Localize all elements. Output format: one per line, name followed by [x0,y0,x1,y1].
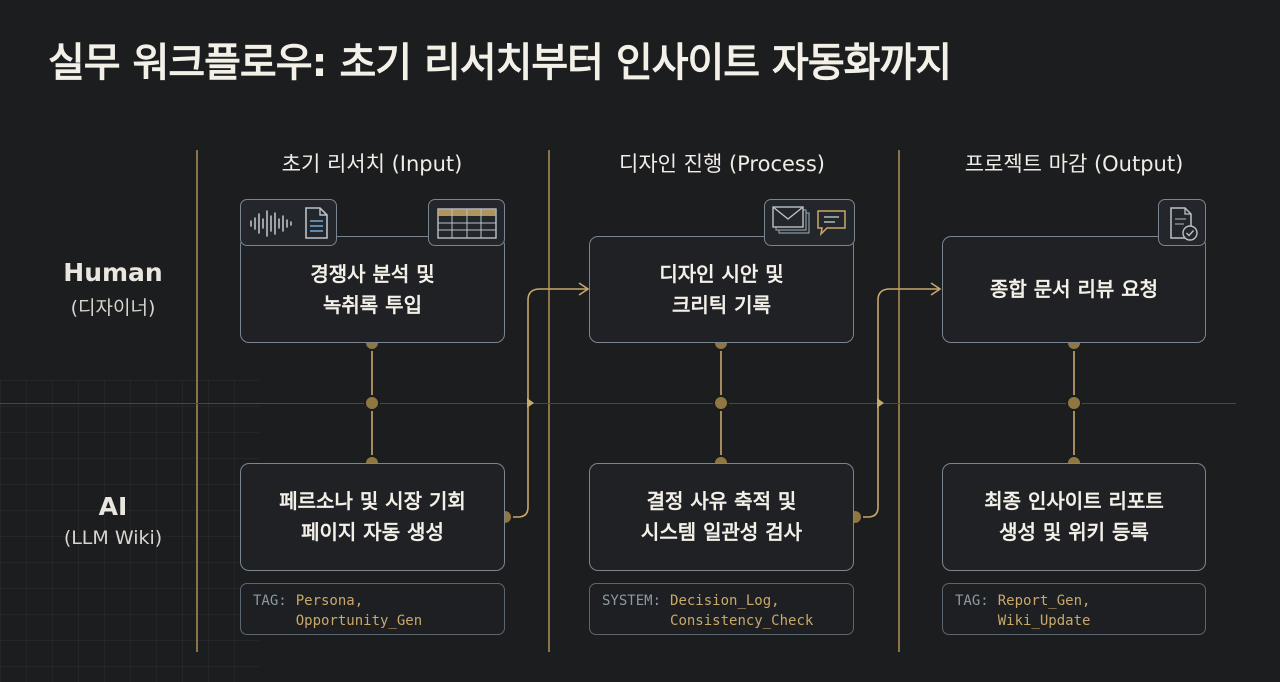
node-dot [713,395,729,411]
connector-process-to-output [855,288,939,518]
column-divider [548,150,550,652]
human-box-output: 종합 문서 리뷰 요청 [942,236,1206,343]
row-label-main: AI [98,492,128,521]
row-label-sub: (디자이너) [70,297,156,319]
row-label-sub: (LLM Wiki) [63,527,163,549]
arrowhead-process [578,282,590,296]
column-header-input: 초기 리서치 (Input) [281,152,463,176]
lane-crossing-marker [877,398,884,408]
tag-box-input: TAG: Persona, Opportunity_Gen [240,583,505,635]
page-title: 실무 워크플로우: 초기 리서치부터 인사이트 자동화까지 [48,40,952,86]
column-divider [196,150,198,652]
ai-box-output: 최종 인사이트 리포트 생성 및 위키 등록 [942,463,1206,571]
mail-stack-icon [772,206,810,234]
node-dot [1066,395,1082,411]
icon-chip-document-check [1158,199,1206,246]
audio-waveform-icon [250,210,292,237]
column-header-output: 프로젝트 마감 (Output) [964,152,1184,176]
column-divider [898,150,900,652]
box-text: 디자인 시안 및 크리틱 기록 [659,261,784,317]
tag-value: Persona, Opportunity_Gen [295,593,423,629]
row-label-main: Human [63,258,163,287]
arrowhead-output [930,282,942,296]
tag-key: TAG: [955,593,989,609]
human-box-process: 디자인 시안 및 크리틱 기록 [589,236,854,343]
tag-box-process: SYSTEM: Decision_Log, Consistency_Check [589,583,854,635]
tag-value: Decision_Log, Consistency_Check [670,593,814,629]
row-label-ai: AI (LLM Wiki) [20,492,206,549]
grid-background [0,380,260,682]
box-text: 최종 인사이트 리포트 생성 및 위키 등록 [984,489,1164,544]
chat-bubble-icon [817,210,846,237]
tag-box-output: TAG: Report_Gen, Wiki_Update [942,583,1206,635]
human-box-input: 경쟁사 분석 및 녹취록 투입 [240,236,505,343]
document-icon [305,207,328,239]
box-text: 결정 사유 축적 및 시스템 일관성 검사 [640,489,803,544]
table-icon [437,208,497,239]
tag-value: Report_Gen, Wiki_Update [997,593,1091,629]
swimlane-separator [0,403,1236,404]
box-text: 종합 문서 리뷰 요청 [989,277,1159,301]
column-header-process: 디자인 진행 (Process) [619,152,825,176]
box-text: 경쟁사 분석 및 녹취록 투입 [310,261,435,317]
box-text: 페르소나 및 시장 기회 페이지 자동 생성 [279,489,466,544]
lane-crossing-marker [527,398,534,408]
node-dot [364,395,380,411]
document-check-icon [1170,207,1198,241]
ai-box-process: 결정 사유 축적 및 시스템 일관성 검사 [589,463,854,571]
icon-chip-table [428,199,505,246]
ai-box-input: 페르소나 및 시장 기회 페이지 자동 생성 [240,463,505,571]
icon-chip-mail-chat [764,199,855,246]
row-label-human: Human (디자이너) [20,258,206,320]
icon-chip-audio-document [240,199,337,246]
tag-key: TAG: [253,593,287,609]
tag-key: SYSTEM: [602,593,662,609]
connector-input-to-process [505,288,587,518]
